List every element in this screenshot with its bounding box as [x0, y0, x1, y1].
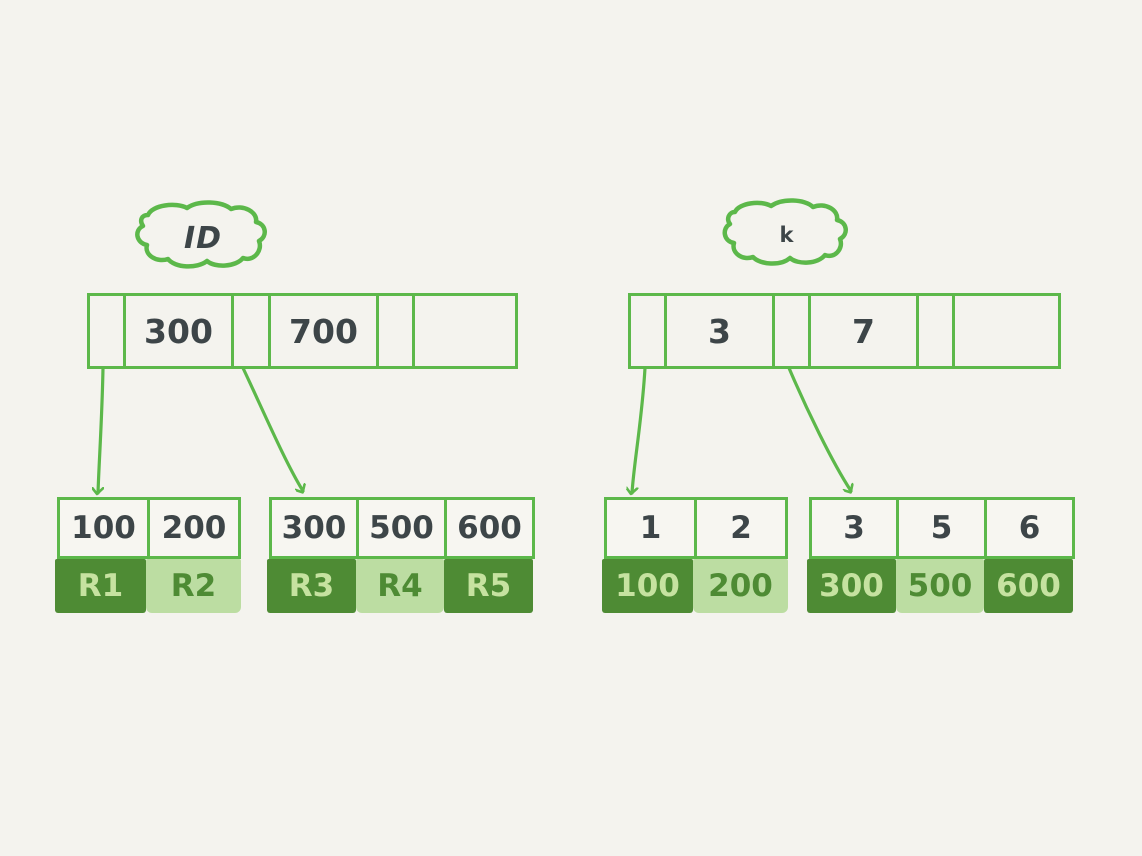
leaf-k-1-value-200: 200 [693, 559, 788, 613]
leaf-id-1-value-R2: R2 [146, 559, 241, 613]
arrow-k-ptr0-to-leaf3 [632, 366, 647, 493]
root-id-pointer-2[interactable] [379, 296, 415, 366]
leaf-id-2-value-R4: R4 [356, 559, 444, 613]
cloud-label-id-text: ID [183, 220, 223, 256]
leaf-k-2-value-500: 500 [896, 559, 984, 613]
root-id-key-700: 700 [271, 296, 379, 366]
root-k-pointer-0[interactable] [631, 296, 667, 366]
root-k-pointer-2[interactable] [919, 296, 955, 366]
arrow-k-ptr1-to-leaf4 [787, 366, 851, 491]
leaf-k-1-keys: 1 2 [604, 497, 788, 559]
leaf-k-2-key-0: 3 [812, 500, 899, 556]
root-k-key-7: 7 [811, 296, 919, 366]
leaf-id-2-value-R5: R5 [444, 559, 533, 613]
leaf-k-2-value-600: 600 [984, 559, 1073, 613]
leaf-id-2-keys: 300 500 600 [269, 497, 535, 559]
root-node-k: 3 7 [628, 293, 1061, 369]
leaf-node-k-1: 1 2 100 200 [602, 497, 788, 613]
root-k-pointer-1[interactable] [775, 296, 811, 366]
root-id-key-empty [415, 296, 515, 366]
arrow-id-ptr1-to-leaf2 [241, 366, 303, 491]
leaf-id-1-keys: 100 200 [57, 497, 241, 559]
root-id-pointer-1[interactable] [234, 296, 271, 366]
leaf-k-1-key-0: 1 [607, 500, 697, 556]
leaf-id-2-values: R3 R4 R5 [267, 559, 535, 613]
leaf-id-1-key-0: 100 [60, 500, 150, 556]
cloud-label-k-text: k [779, 223, 795, 247]
leaf-id-2-key-2: 600 [457, 510, 522, 546]
leaf-id-1-value-R1: R1 [55, 559, 146, 613]
root-node-id: 300 700 [87, 293, 518, 369]
leaf-k-2-key-1: 5 [899, 500, 987, 556]
leaf-node-id-2: 300 500 600 R3 R4 R5 [267, 497, 535, 613]
root-id-pointer-0[interactable] [90, 296, 126, 366]
leaf-id-2-key-1: 500 [359, 500, 447, 556]
leaf-node-k-2: 3 5 6 300 500 600 [807, 497, 1075, 613]
root-k-key-3: 3 [667, 296, 775, 366]
leaf-k-2-value-300: 300 [807, 559, 896, 613]
leaf-node-id-1: 100 200 R1 R2 [55, 497, 241, 613]
leaf-id-1-key-1: 200 [161, 510, 227, 546]
leaf-id-2-key-0: 300 [272, 500, 359, 556]
cloud-label-id: ID [148, 210, 258, 266]
leaf-k-2-key-2: 6 [1018, 510, 1041, 546]
root-k-key-empty [955, 296, 1058, 366]
arrow-id-ptr0-to-leaf1 [98, 366, 105, 493]
leaf-k-1-value-100: 100 [602, 559, 693, 613]
cloud-label-k: k [733, 208, 841, 262]
leaf-k-2-keys: 3 5 6 [809, 497, 1075, 559]
leaf-id-2-value-R3: R3 [267, 559, 356, 613]
leaf-id-1-values: R1 R2 [55, 559, 241, 613]
leaf-k-2-values: 300 500 600 [807, 559, 1075, 613]
leaf-k-1-key-1: 2 [730, 510, 752, 546]
root-id-key-300: 300 [126, 296, 234, 366]
leaf-k-1-values: 100 200 [602, 559, 788, 613]
